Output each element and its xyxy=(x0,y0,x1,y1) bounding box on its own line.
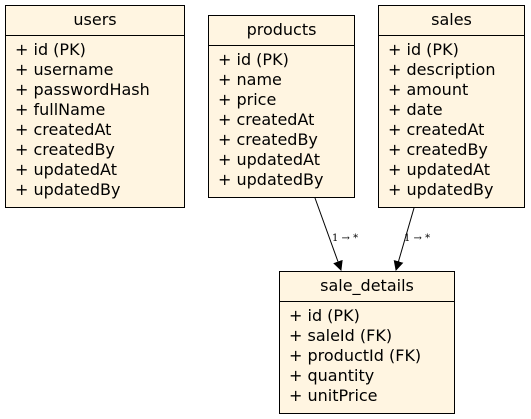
entity-field: + createdBy xyxy=(388,140,488,159)
entity-field: + fullName xyxy=(15,100,106,119)
entity-field: + passwordHash xyxy=(15,80,150,99)
entity-field: + updatedAt xyxy=(15,160,117,179)
entity-field: + id (PK) xyxy=(218,50,289,69)
entity-field: + amount xyxy=(388,80,469,99)
entity-field: + updatedBy xyxy=(15,180,121,199)
entity-field-list: + id (PK) + saleId (FK) + productId (FK)… xyxy=(280,302,454,406)
entity-field: + quantity xyxy=(289,366,375,385)
entity-field: + id (PK) xyxy=(15,40,86,59)
entity-field: + saleId (FK) xyxy=(289,326,393,345)
entity-field-list: + id (PK) + name + price + createdAt + c… xyxy=(209,46,354,190)
entity-field: + updatedAt xyxy=(388,160,490,179)
entity-field: + createdBy xyxy=(218,130,318,149)
entity-field-list: + id (PK) + username + passwordHash + fu… xyxy=(6,36,184,200)
entity-field: + price xyxy=(218,90,277,109)
entity-field: + createdBy xyxy=(15,140,115,159)
entity-field-list: + id (PK) + description + amount + date … xyxy=(379,36,524,200)
entity-title: users xyxy=(6,6,184,36)
entity-field: + productId (FK) xyxy=(289,346,422,365)
entity-sale-details: sale_details + id (PK) + saleId (FK) + p… xyxy=(279,271,455,414)
entity-field: + username xyxy=(15,60,114,79)
entity-field: + description xyxy=(388,60,496,79)
entity-field: + id (PK) xyxy=(388,40,459,59)
entity-field: + name xyxy=(218,70,282,89)
entity-field: + id (PK) xyxy=(289,306,360,325)
entity-field: + createdAt xyxy=(15,120,112,139)
entity-field: + date xyxy=(388,100,443,119)
entity-users: users + id (PK) + username + passwordHas… xyxy=(5,5,185,208)
entity-title: products xyxy=(209,16,354,46)
entity-title: sales xyxy=(379,6,524,36)
entity-field: + createdAt xyxy=(218,110,315,129)
entity-field: + unitPrice xyxy=(289,386,378,405)
entity-field: + updatedBy xyxy=(218,170,324,189)
edge-products-to-sale-details xyxy=(314,197,343,271)
edge-sales-to-sale-details xyxy=(393,207,415,271)
entity-products: products + id (PK) + name + price + crea… xyxy=(208,15,355,198)
entity-field: + updatedBy xyxy=(388,180,494,199)
entity-title: sale_details xyxy=(280,272,454,302)
entity-sales: sales + id (PK) + description + amount +… xyxy=(378,5,525,208)
edge-label-products: 1 → * xyxy=(332,233,359,244)
edge-label-sales: 1 → * xyxy=(404,233,431,244)
entity-field: + createdAt xyxy=(388,120,485,139)
entity-field: + updatedAt xyxy=(218,150,320,169)
